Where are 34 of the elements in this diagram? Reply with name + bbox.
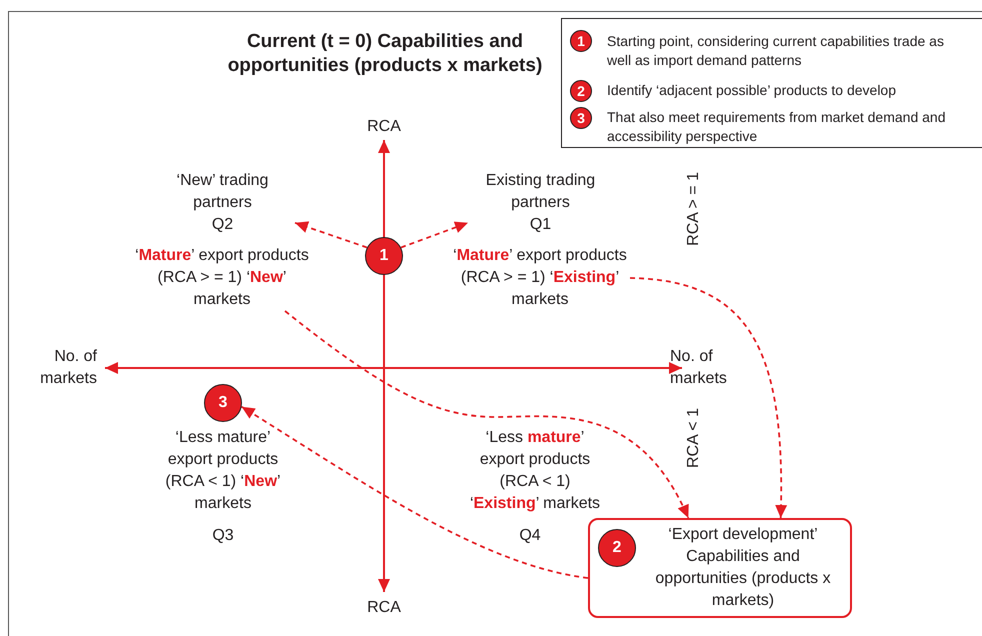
legend-text: Identify ‘adjacent possible’ products to develop: [607, 81, 897, 100]
quadrant-number: Q2: [210, 215, 234, 235]
axis-label: No. of markets: [670, 347, 728, 389]
axis-label: RCA: [366, 117, 402, 137]
quadrant-number: Q4: [518, 526, 542, 546]
result-box: [588, 518, 852, 618]
dashed-arrow: [284, 310, 690, 518]
dashed-arrow: [400, 222, 468, 248]
step-number-circle: 1: [570, 30, 592, 52]
dashed-arrow: [294, 221, 368, 248]
axis-label: No. of markets: [39, 347, 97, 389]
legend-box: [561, 18, 982, 148]
quadrant-text: ‘Less mature’ export products (RCA < 1) ‘New’ markets: [164, 428, 282, 514]
diagram-title: Current (t = 0) Capabilities and opportunities (products x markets): [226, 30, 544, 78]
step-number-circle: 2: [598, 529, 636, 567]
quadrant-heading: ‘New’ trading partners: [176, 171, 270, 213]
legend-text: That also meet requirements from market demand and accessibility perspective: [607, 108, 946, 146]
step-number-circle: 2: [570, 80, 592, 102]
axis-label: RCA > = 1: [684, 172, 703, 246]
dashed-arrow: [241, 406, 588, 579]
axis-label: RCA: [366, 598, 402, 618]
step-number-circle: 3: [570, 107, 592, 129]
quadrant-number: Q3: [211, 526, 235, 546]
quadrant-text: ‘Less mature’ export products (RCA < 1) ‘Existing’ markets: [468, 428, 602, 514]
quadrant-heading: Existing trading partners: [484, 171, 596, 213]
box-text: ‘Export development’ Capabilities and opportunities (products x markets): [654, 525, 832, 611]
axis-label: RCA < 1: [684, 408, 703, 468]
legend-text: Starting point, considering current capabilities trade as well as import demand patterns: [607, 32, 945, 70]
quadrant-text: ‘Mature’ export products (RCA > = 1) ‘New’ markets: [132, 245, 312, 311]
dashed-arrow: [630, 277, 787, 518]
step-number-circle: 3: [204, 384, 242, 422]
quadrant-number: Q1: [528, 215, 552, 235]
step-number-circle: 1: [365, 237, 403, 275]
quadrant-text: ‘Mature’ export products (RCA > = 1) ‘Existing’ markets: [450, 245, 630, 311]
